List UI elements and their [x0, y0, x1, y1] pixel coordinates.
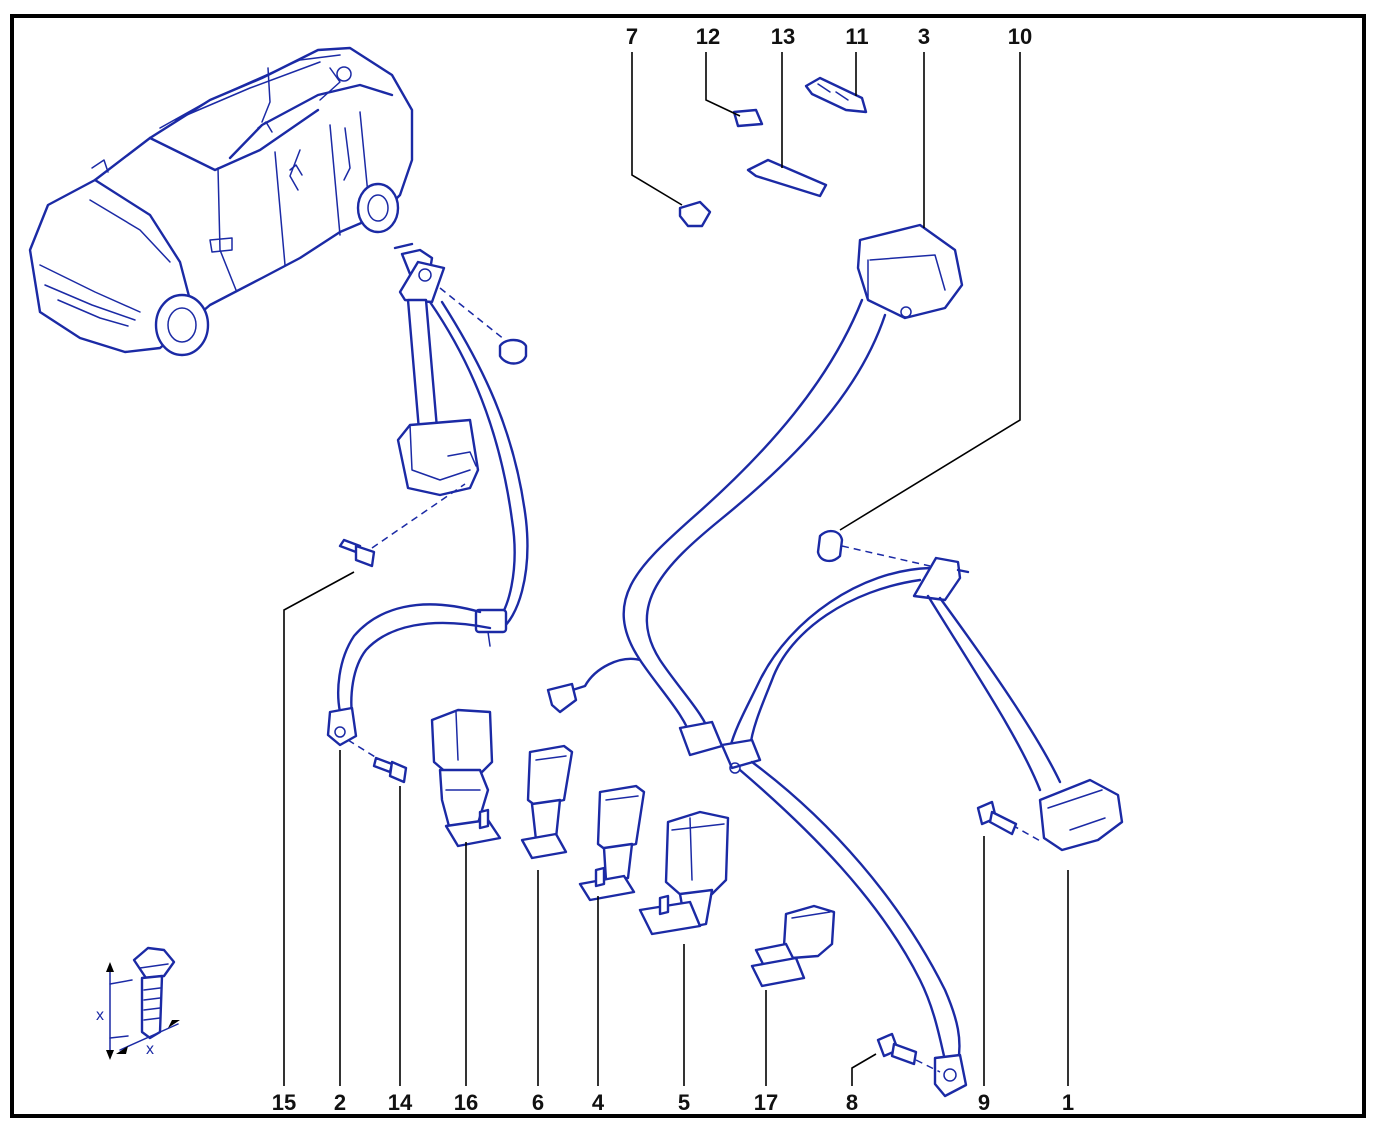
callout-3: 3: [918, 24, 930, 49]
part-8-bolt: [876, 1032, 941, 1073]
callout-7: 7: [626, 24, 638, 49]
part-16-double-buckle: [430, 708, 502, 848]
callout-4: 4: [592, 1090, 605, 1115]
callout-17: 17: [754, 1090, 778, 1115]
part-15-bolt: [338, 538, 376, 568]
part-1-retractor-belt: [720, 529, 1124, 1098]
callout-1: 1: [1062, 1090, 1074, 1115]
part-14-bolt: [372, 756, 408, 784]
callout-15: 15: [272, 1090, 296, 1115]
part-5-double-buckle: [638, 810, 730, 936]
part-13-trim: [746, 158, 828, 198]
callout-14: 14: [388, 1090, 413, 1115]
part-11-bracket: [804, 76, 868, 114]
bolt-dimension-detail: x x: [96, 946, 180, 1060]
callout-16: 16: [454, 1090, 478, 1115]
callout-11: 11: [845, 24, 868, 49]
callout-10: 10: [1008, 24, 1032, 49]
part-15-left-seat-belt: [326, 242, 529, 761]
callout-6: 6: [532, 1090, 544, 1115]
part-6-buckle: [520, 744, 574, 860]
dimension-label-x-vertical: x: [96, 1007, 104, 1024]
part-4-buckle: [578, 784, 646, 902]
callout-2: 2: [334, 1090, 346, 1115]
diagram-frame: [10, 14, 1366, 1118]
vehicle-illustration: [28, 46, 414, 357]
callout-numbers: 7 12 13 11 3 10 15 2 14 16 6 4 5 17 8 9 …: [272, 24, 1074, 1115]
leader-lines: [283, 52, 1069, 1086]
callout-5: 5: [678, 1090, 690, 1115]
part-9-bolt: [976, 800, 1018, 836]
callout-12: 12: [696, 24, 720, 49]
callout-9: 9: [978, 1090, 990, 1115]
part-7-clip: [678, 200, 712, 228]
part-12-cap: [732, 108, 764, 128]
part-17-buckle: [750, 904, 836, 988]
callout-13: 13: [771, 24, 795, 49]
callout-8: 8: [846, 1090, 858, 1115]
part-3-retractor-belt: [546, 223, 964, 757]
dimension-label-x-horizontal: x: [146, 1041, 154, 1058]
